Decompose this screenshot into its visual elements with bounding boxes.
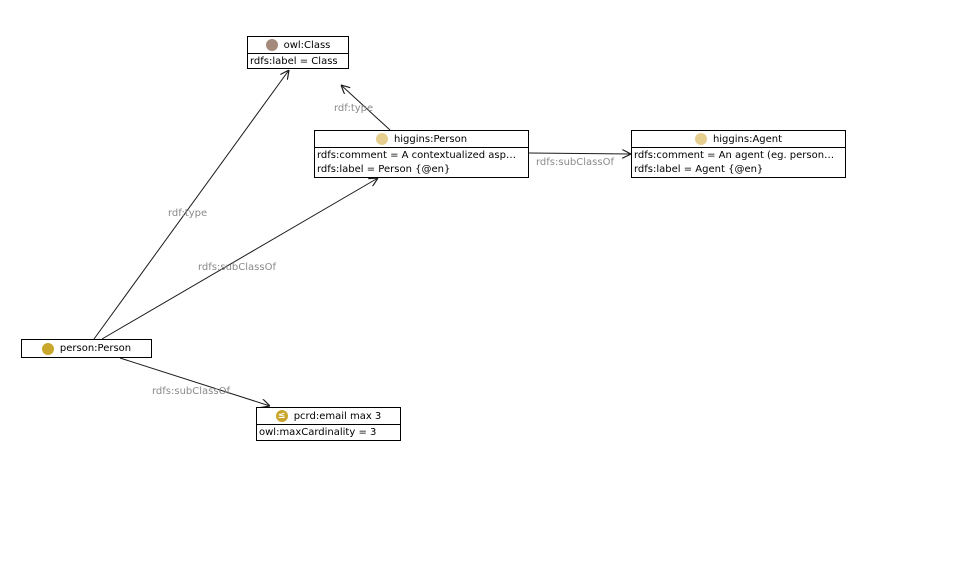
node-pcrd-email-title: pcrd:email max 3: [293, 410, 382, 422]
edge-person-type-owl-class[interactable]: [93, 70, 289, 340]
node-owl-class-prop-label: rdfs:label = Class: [248, 53, 348, 69]
edge-label-higgins-person-type[interactable]: rdf:type: [334, 103, 374, 114]
node-higgins-agent-header: higgins:Agent: [632, 131, 845, 147]
edge-label-higgins-person-subclassof[interactable]: rdfs:subClassOf: [536, 157, 614, 168]
node-pcrd-email-prop-maxcardinality: owl:maxCardinality = 3: [257, 424, 400, 440]
node-owl-class-header: owl:Class: [248, 37, 348, 53]
edge-higgins-person-subclassof-higgins-agent[interactable]: [528, 153, 631, 154]
edge-label-person-type[interactable]: rdf:type: [168, 208, 208, 219]
node-higgins-person[interactable]: higgins:Person rdfs:comment = A contextu…: [314, 130, 529, 178]
node-higgins-agent-prop-comment: rdfs:comment = An agent (eg. person…: [632, 147, 845, 163]
node-person-person-title: person:Person: [59, 343, 132, 354]
edge-person-subclassof-email-restriction[interactable]: [119, 357, 270, 406]
node-person-person-header: person:Person: [22, 340, 151, 357]
edge-higgins-person-type-owl-class[interactable]: [341, 85, 391, 131]
node-owl-class-title: owl:Class: [283, 39, 331, 51]
node-higgins-agent-title: higgins:Agent: [712, 133, 783, 145]
node-pcrd-email-restriction[interactable]: ≤ pcrd:email max 3 owl:maxCardinality = …: [256, 407, 401, 441]
node-higgins-person-prop-comment: rdfs:comment = A contextualized asp…: [315, 147, 528, 163]
node-pcrd-email-header: ≤ pcrd:email max 3: [257, 408, 400, 424]
edge-label-person-subclassof-higgins[interactable]: rdfs:subClassOf: [198, 262, 276, 273]
class-icon: [375, 133, 388, 145]
node-higgins-person-header: higgins:Person: [315, 131, 528, 147]
node-person-person[interactable]: person:Person: [21, 339, 152, 358]
edge-label-person-subclassof-email[interactable]: rdfs:subClassOf: [152, 386, 230, 397]
restriction-icon: ≤: [275, 410, 288, 422]
edge-person-subclassof-higgins-person[interactable]: [101, 178, 378, 340]
node-higgins-person-title: higgins:Person: [393, 133, 468, 145]
class-icon: [41, 342, 54, 355]
class-icon: [694, 133, 707, 145]
node-higgins-agent[interactable]: higgins:Agent rdfs:comment = An agent (e…: [631, 130, 846, 178]
node-owl-class[interactable]: owl:Class rdfs:label = Class: [247, 36, 349, 69]
node-higgins-person-prop-label: rdfs:label = Person {@en}: [317, 164, 451, 175]
class-icon: [265, 39, 278, 51]
node-higgins-agent-prop-label: rdfs:label = Agent {@en}: [634, 164, 764, 175]
